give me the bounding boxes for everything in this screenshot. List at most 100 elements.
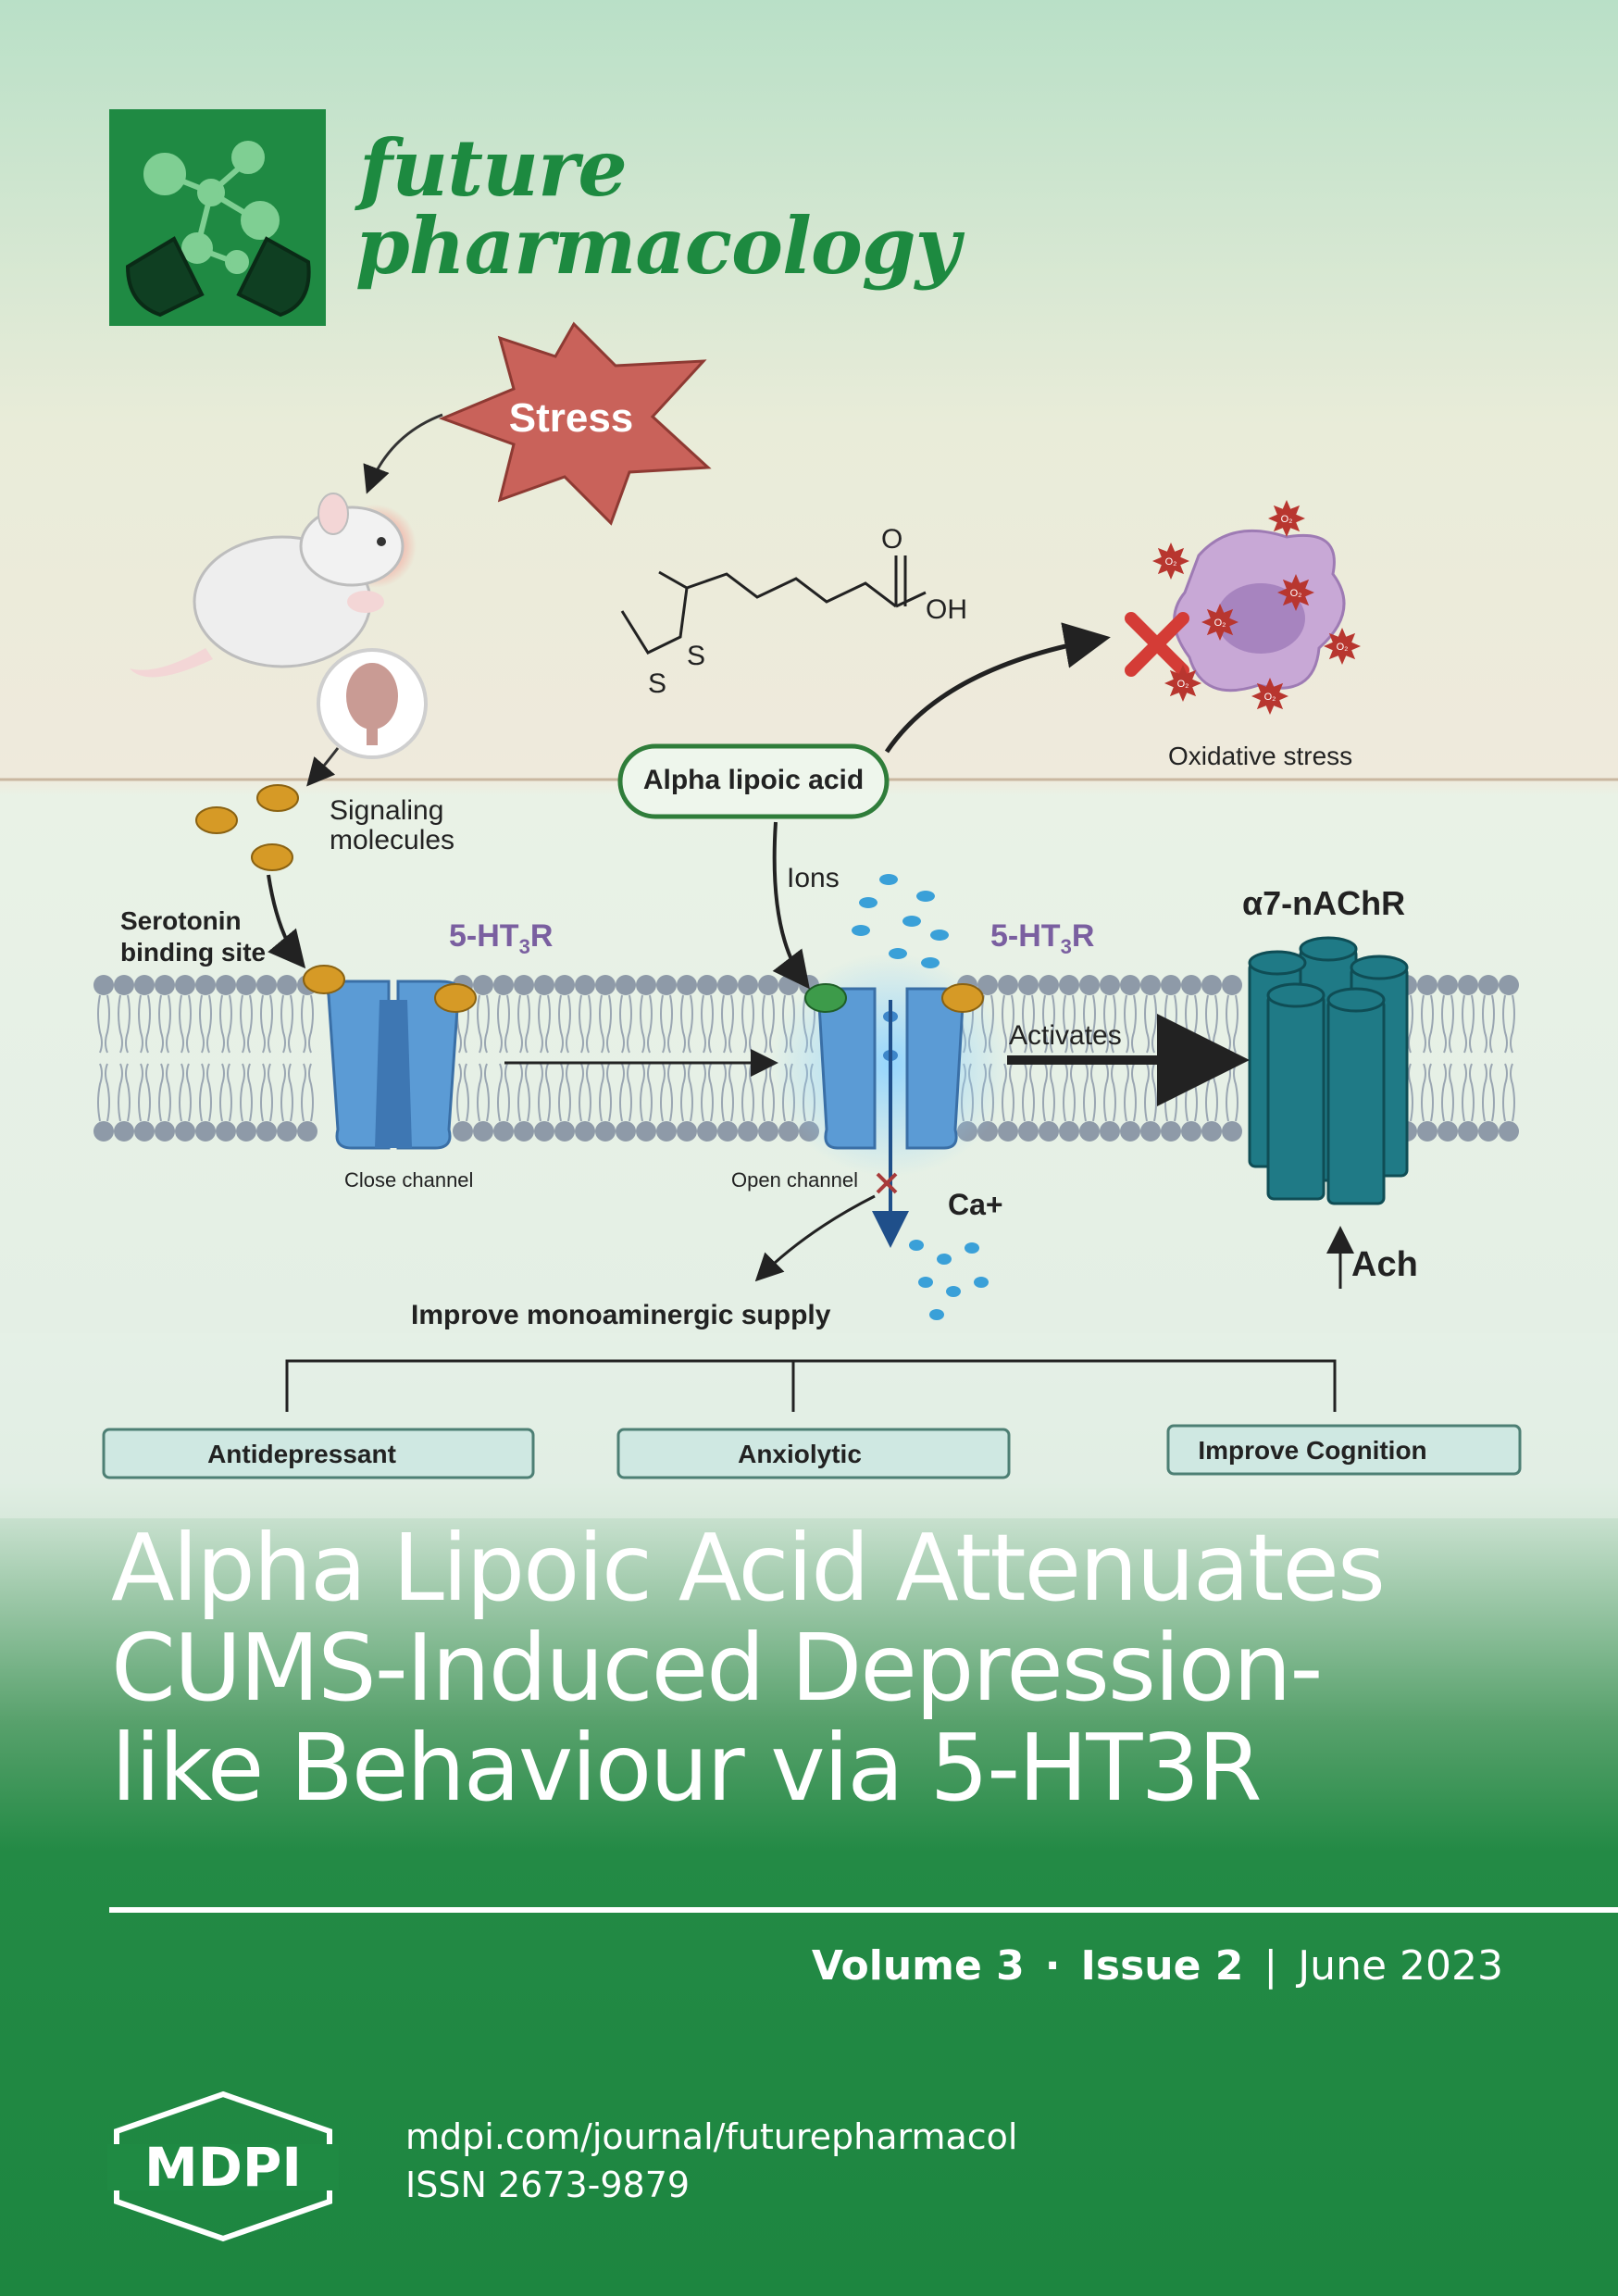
phospholipid-tail <box>219 994 232 1054</box>
phospholipid-head <box>697 975 717 995</box>
phospholipid-tail <box>538 994 551 1054</box>
phospholipid-head <box>1161 1121 1181 1142</box>
phospholipid-head <box>473 975 493 995</box>
phospholipid-tail <box>741 1063 754 1122</box>
phospholipid-head <box>236 975 256 995</box>
ions-label: Ions <box>787 863 840 893</box>
receptor-label-right: 5-HT3R <box>990 918 1094 958</box>
ach-label: Ach <box>1351 1245 1418 1284</box>
phospholipid-tail <box>660 1063 673 1122</box>
phospholipid-head <box>1140 975 1161 995</box>
phospholipid-tail <box>619 994 632 1054</box>
phospholipid-head <box>236 1121 256 1142</box>
phospholipid-head <box>1417 975 1438 995</box>
phospholipid-tail <box>701 1063 714 1122</box>
phospholipid-head <box>998 975 1018 995</box>
phospholipid-head <box>1120 1121 1140 1142</box>
phospholipid-head <box>1201 975 1222 995</box>
radical-burst-icon <box>1201 604 1238 641</box>
phospholipid-head <box>534 1121 554 1142</box>
phospholipid-tail <box>497 1063 510 1122</box>
sulfur-1: S <box>687 641 705 671</box>
phospholipid-tail <box>97 994 110 1054</box>
radical-burst-icon <box>1152 543 1189 580</box>
article-title-line1: Alpha Lipoic Acid Attenuates <box>111 1514 1386 1622</box>
volume-label: Volume 3 <box>811 1942 1025 1990</box>
phospholipid-tail <box>579 994 591 1054</box>
phospholipid-tail <box>260 1063 273 1122</box>
phospholipid-head <box>216 975 236 995</box>
issue-dot: · <box>1044 1942 1061 1990</box>
phospholipid-head <box>297 1121 317 1142</box>
phospholipid-head <box>1018 975 1039 995</box>
publisher-links: mdpi.com/journal/futurepharmacol ISSN 26… <box>405 2113 1018 2209</box>
phospholipid-tail <box>1103 994 1116 1054</box>
phospholipid-tail <box>1441 1063 1454 1122</box>
issue-info: Volume 3 · Issue 2 | June 2023 <box>812 1942 1503 1990</box>
phospholipid-tail <box>219 1063 232 1122</box>
phospholipid-tail <box>701 994 714 1054</box>
phospholipid-tail <box>1103 1063 1116 1122</box>
phospholipid-tail <box>1482 994 1495 1054</box>
phospholipid-tail <box>640 994 653 1054</box>
signaling-label-2: molecules <box>330 825 454 855</box>
block-x-icon <box>876 1172 898 1194</box>
alpha-lipoic-acid-badge: Alpha lipoic acid <box>617 743 890 819</box>
article-title: Alpha Lipoic Acid Attenuates CUMS-Induce… <box>111 1518 1555 1818</box>
phospholipid-tail <box>1185 994 1198 1054</box>
oxidative-label: Oxidative stress <box>1168 742 1352 770</box>
phospholipid-head <box>1039 1121 1059 1142</box>
article-title-line3: like Behaviour via 5-HT3R <box>111 1714 1263 1822</box>
phospholipid-tail <box>1083 994 1096 1054</box>
phospholipid-head <box>977 975 998 995</box>
phospholipid-tail <box>1226 1063 1238 1122</box>
outcome-anxiolytic: Anxiolytic <box>738 1440 862 1468</box>
rat-icon <box>130 493 417 678</box>
phospholipid-head <box>575 975 595 995</box>
phospholipid-head <box>616 1121 636 1142</box>
outcome-boxes: Antidepressant Anxiolytic Improve Cognit… <box>102 1424 1522 1479</box>
phospholipid-head <box>1458 975 1478 995</box>
phospholipid-tail <box>680 1063 693 1122</box>
journal-url[interactable]: mdpi.com/journal/futurepharmacol <box>405 2116 1018 2157</box>
phospholipid-tail <box>1482 1063 1495 1122</box>
phospholipid-head <box>1059 975 1079 995</box>
phospholipid-tail <box>599 1063 612 1122</box>
phospholipid-head <box>534 975 554 995</box>
phospholipid-head <box>1478 975 1499 995</box>
phospholipid-head <box>155 975 175 995</box>
phospholipid-tail <box>456 1063 469 1122</box>
phospholipid-tail <box>579 1063 591 1122</box>
phospholipid-head <box>1161 975 1181 995</box>
phospholipid-head <box>1181 1121 1201 1142</box>
phospholipid-head <box>175 1121 195 1142</box>
phospholipid-tail <box>558 994 571 1054</box>
phospholipid-head <box>1222 975 1242 995</box>
phospholipid-tail <box>1063 1063 1076 1122</box>
phospholipid-head <box>134 975 155 995</box>
phospholipid-head <box>636 975 656 995</box>
phospholipid-tail <box>660 994 673 1054</box>
phospholipid-head <box>575 1121 595 1142</box>
phospholipid-tail <box>158 1063 171 1122</box>
open-channel-5ht3r <box>770 954 1011 1248</box>
phospholipid-head <box>473 1121 493 1142</box>
journal-name: future pharmacology <box>355 130 960 285</box>
phospholipid-tail <box>301 1063 314 1122</box>
phospholipid-head <box>1181 975 1201 995</box>
title-divider <box>109 1907 1618 1913</box>
phospholipid-tail <box>240 1063 253 1122</box>
phospholipid-head <box>1201 1121 1222 1142</box>
phospholipid-tail <box>1421 994 1434 1054</box>
phospholipid-tail <box>158 994 171 1054</box>
phospholipid-head <box>1039 975 1059 995</box>
phospholipid-head <box>677 1121 697 1142</box>
phospholipid-head <box>1100 1121 1120 1142</box>
phospholipid-tail <box>1462 994 1475 1054</box>
brain-arrow <box>306 747 340 787</box>
phospholipid-tail <box>640 1063 653 1122</box>
phospholipid-head <box>595 1121 616 1142</box>
phospholipid-tail <box>118 1063 131 1122</box>
a7-nachr-label: α7-nAChR <box>1242 884 1405 922</box>
